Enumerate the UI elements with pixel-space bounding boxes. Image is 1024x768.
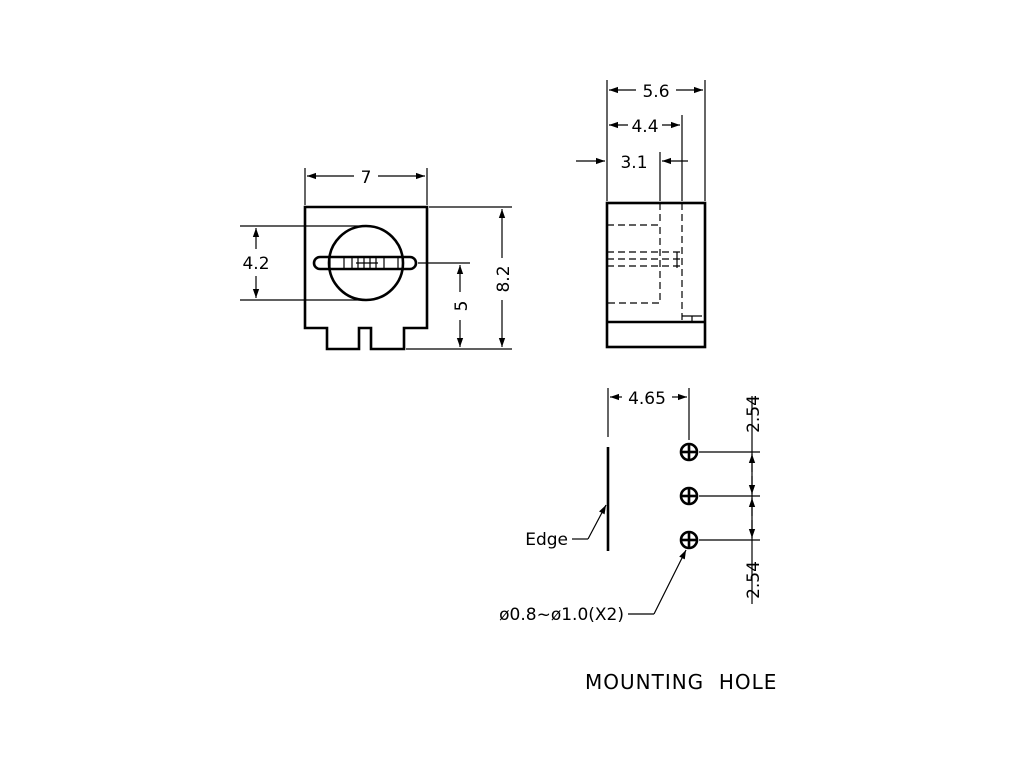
side-view: 5.6 4.4 3.1: [576, 80, 707, 349]
dim-total-depth-text: 5.6: [642, 82, 669, 102]
side-hidden-slot: [607, 251, 680, 267]
dim-total-depth: 5.6: [606, 80, 706, 201]
hole-bottom: [679, 530, 699, 550]
hole-diameter-label: ø0.8~ø1.0(X2): [499, 605, 624, 625]
dim-edge-offset: 4.65: [607, 388, 690, 440]
dim-mid-depth: 4.4: [609, 115, 683, 201]
dim-inner-depth-text: 3.1: [620, 153, 647, 173]
dim-center: 5: [418, 262, 472, 347]
dim-height: 8.2: [406, 206, 514, 350]
dim-shaft-text: 4.2: [242, 254, 269, 274]
front-view: 7 4.2 8.2 5: [240, 168, 514, 351]
dim-pitch-bottom-text: 2.54: [744, 561, 764, 599]
dim-edge-offset-text: 4.65: [628, 389, 666, 409]
dim-pitch-top-text: 2.54: [744, 395, 764, 433]
adjust-slot: [312, 255, 418, 271]
dim-pitch: 2.54 2.54: [699, 395, 764, 604]
side-hidden-rotor: [606, 224, 661, 304]
dim-mid-depth-text: 4.4: [631, 117, 658, 137]
edge-leader: Edge: [525, 504, 607, 550]
hole-top: [679, 442, 699, 462]
dim-width-text: 7: [361, 168, 372, 188]
dim-shaft: 4.2: [240, 225, 366, 301]
mounting-hole-view: 4.65 2.54 2.54 Edge ø0.8~ø1.0(X2): [499, 388, 777, 694]
diameter-leader: ø0.8~ø1.0(X2): [499, 549, 687, 625]
hole-middle: [679, 486, 699, 506]
mounting-hole-title: MOUNTING HOLE: [585, 670, 777, 694]
front-body-outline: [303, 205, 429, 351]
dim-width: 7: [304, 168, 428, 205]
dim-center-text: 5: [452, 301, 472, 312]
edge-label: Edge: [525, 530, 568, 550]
slot-marks: [329, 257, 399, 269]
dim-inner-depth: 3.1: [576, 152, 688, 201]
dim-height-text: 8.2: [494, 265, 514, 292]
